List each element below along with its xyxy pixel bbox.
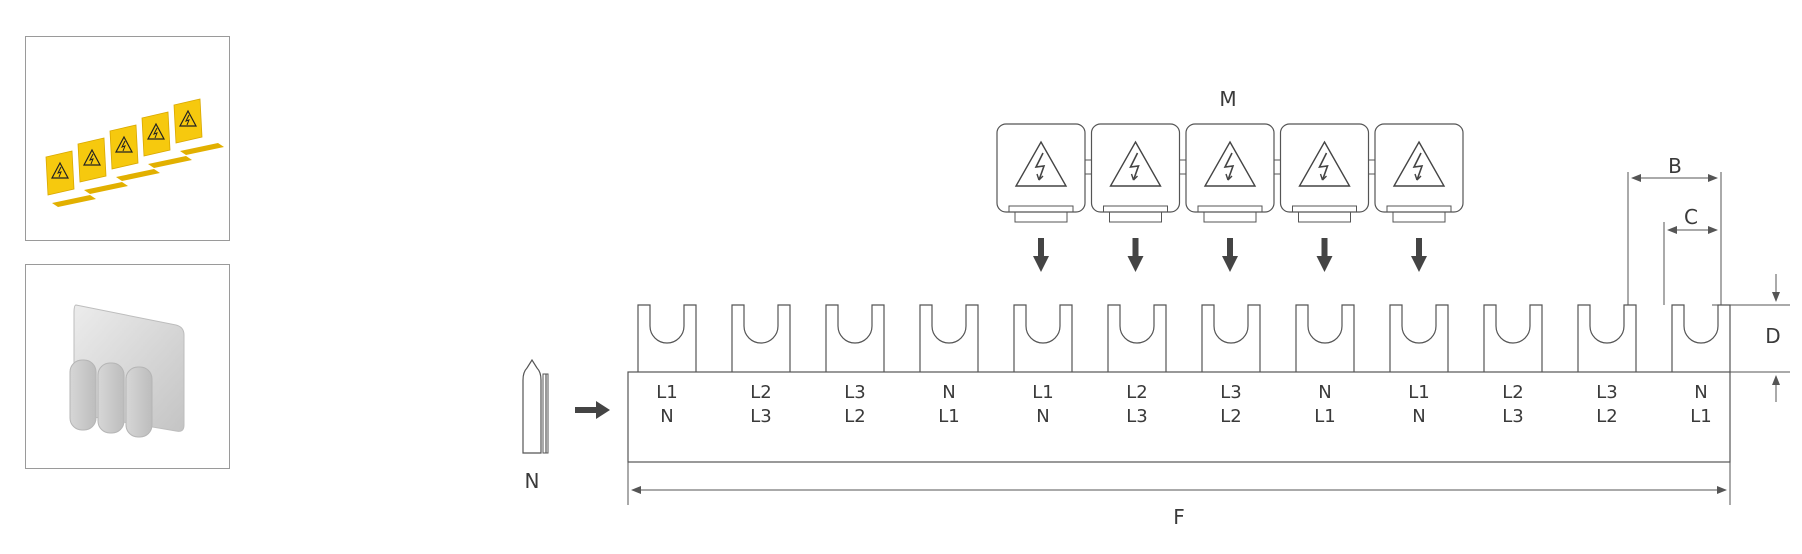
phase-label-bottom: N — [1036, 406, 1049, 427]
fork-terminals — [637, 304, 1731, 372]
high-voltage-warning-icon — [1298, 140, 1351, 187]
end-cap-arrow — [575, 401, 610, 419]
down-arrows — [1033, 238, 1427, 272]
fork-terminal — [1671, 304, 1731, 372]
down-arrow — [1316, 238, 1333, 272]
dimension-c — [1663, 222, 1718, 305]
shroud-cover — [1090, 123, 1187, 223]
phase-label-bottom: L1 — [1314, 406, 1335, 427]
phase-label-bottom: L2 — [1220, 406, 1241, 427]
shroud-cover — [1185, 123, 1281, 223]
phase-label-top: L2 — [1502, 382, 1523, 403]
label-b: B — [1668, 154, 1682, 178]
phase-label-bottom: N — [660, 406, 673, 427]
phase-label-top: L2 — [750, 382, 771, 403]
fork-terminal — [1013, 304, 1073, 372]
shroud-cover — [996, 123, 1092, 223]
phase-label-top: N — [1318, 382, 1331, 403]
shroud-covers — [996, 123, 1464, 223]
label-d: D — [1765, 324, 1780, 348]
end-cap-icon — [69, 304, 185, 438]
dimension-d — [1712, 274, 1790, 402]
phase-label-bottom: L3 — [750, 406, 771, 427]
fork-terminal — [637, 304, 697, 372]
phase-label-top: L2 — [1126, 382, 1147, 403]
warning-cover-strip-icon — [45, 98, 224, 207]
label-n: N — [525, 469, 540, 493]
fork-terminal — [825, 304, 885, 372]
fork-terminal — [919, 304, 979, 372]
phase-label-top: L3 — [1596, 382, 1617, 403]
label-m: M — [1219, 87, 1236, 111]
high-voltage-warning-icon — [1392, 140, 1446, 187]
phase-label-bottom: L3 — [1126, 406, 1147, 427]
phase-label-top: N — [1694, 382, 1707, 403]
fork-terminal — [1389, 304, 1449, 372]
phase-label-top: L1 — [656, 382, 677, 403]
label-c: C — [1684, 205, 1698, 229]
down-arrow — [1127, 238, 1144, 272]
dimension-f — [627, 462, 1731, 505]
fork-terminal — [1201, 304, 1261, 372]
dimension-b — [1627, 172, 1722, 305]
down-arrow — [1222, 238, 1238, 272]
end-cap-thumbnail[interactable] — [25, 264, 230, 469]
phase-label-bottom: L1 — [938, 406, 959, 427]
down-arrow — [1033, 238, 1049, 272]
phase-label-top: N — [942, 382, 955, 403]
phase-label-bottom: N — [1412, 406, 1425, 427]
busbar-body — [627, 371, 1731, 463]
phase-label-bottom: L3 — [1502, 406, 1523, 427]
fork-terminal — [1107, 304, 1167, 372]
shroud-cover — [1374, 123, 1464, 223]
fork-terminal — [1295, 304, 1355, 372]
yellow-shroud-thumbnail[interactable] — [25, 36, 230, 241]
phase-label-top: L1 — [1032, 382, 1053, 403]
phase-label-top: L3 — [844, 382, 865, 403]
phase-label-bottom: L2 — [1596, 406, 1617, 427]
phase-labels: L1NL2L3L3L2NL1L1NL2L3L3L2NL1L1NL2L3L3L2N… — [656, 382, 1711, 427]
shroud-cover — [1279, 123, 1376, 223]
fork-terminal — [1577, 304, 1637, 372]
phase-label-bottom: L2 — [844, 406, 865, 427]
phase-label-top: L1 — [1408, 382, 1429, 403]
phase-label-top: L3 — [1220, 382, 1241, 403]
phase-label-bottom: L1 — [1690, 406, 1711, 427]
high-voltage-warning-icon — [1109, 140, 1162, 187]
high-voltage-warning-icon — [1203, 140, 1257, 187]
fork-terminal — [731, 304, 791, 372]
label-f: F — [1173, 505, 1185, 529]
end-cap-drawing — [522, 358, 549, 454]
high-voltage-warning-icon — [1014, 140, 1068, 187]
down-arrow — [1411, 238, 1427, 272]
fork-terminal — [1483, 304, 1543, 372]
